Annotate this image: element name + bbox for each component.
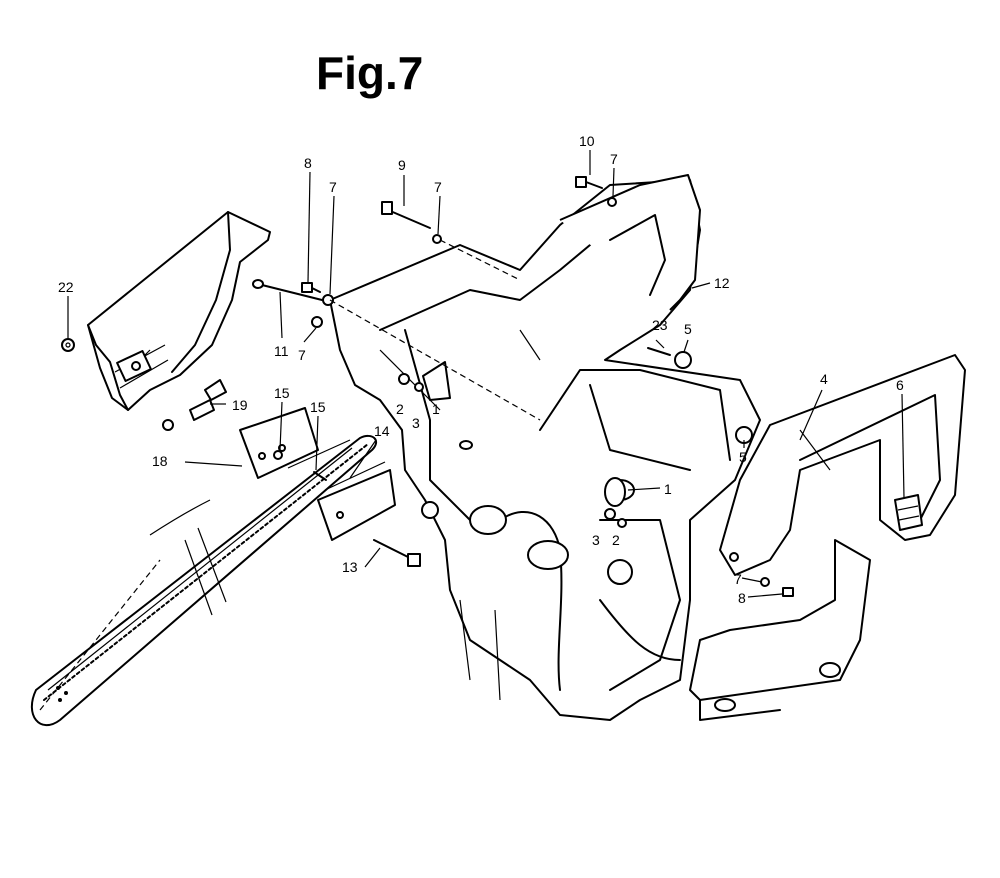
figure-title: Fig.7: [316, 47, 424, 99]
callout-7: 7: [434, 179, 442, 195]
callout-4: 4: [820, 371, 828, 387]
assembly-line: [329, 299, 541, 421]
callout-22: 22: [58, 279, 74, 295]
callout-6: 6: [896, 377, 904, 393]
sprocket-cover: [87, 211, 271, 411]
callout-8: 8: [738, 590, 746, 606]
callout-2: 2: [612, 532, 620, 548]
callout-7: 7: [734, 571, 742, 587]
bar-plates: [239, 407, 396, 541]
callout-23: 23: [652, 317, 668, 333]
callout-7: 7: [329, 179, 337, 195]
assembly-line: [439, 239, 521, 281]
callout-labels: 22 8 7 9 7 10 7 12 11 7 23 5 4 5 6 1 2 3…: [58, 133, 904, 606]
callout-1: 1: [432, 401, 440, 417]
bracket-6: [894, 494, 923, 531]
assembly-line: [39, 559, 161, 711]
callout-19: 19: [232, 397, 248, 413]
callout-3: 3: [412, 415, 420, 431]
callout-15: 15: [274, 385, 290, 401]
callout-9: 9: [398, 157, 406, 173]
callout-13: 13: [342, 559, 358, 575]
callout-11: 11: [274, 343, 289, 359]
callout-1: 1: [664, 481, 672, 497]
callout-7: 7: [610, 151, 618, 167]
callout-10: 10: [579, 133, 595, 149]
callout-3: 3: [592, 532, 600, 548]
guide-bar: [30, 434, 378, 727]
hardware: [61, 176, 794, 597]
crankcase: [329, 179, 761, 721]
rear-handle-top: [559, 174, 701, 311]
callout-8: 8: [304, 155, 312, 171]
callout-7: 7: [298, 347, 306, 363]
callout-2: 2: [396, 401, 404, 417]
leader-lines: [67, 150, 905, 598]
callout-12: 12: [714, 275, 730, 291]
callout-18: 18: [152, 453, 168, 469]
callout-5: 5: [739, 449, 747, 465]
callout-15: 15: [310, 399, 326, 415]
callout-14: 14: [374, 423, 390, 439]
callout-5: 5: [684, 321, 692, 337]
